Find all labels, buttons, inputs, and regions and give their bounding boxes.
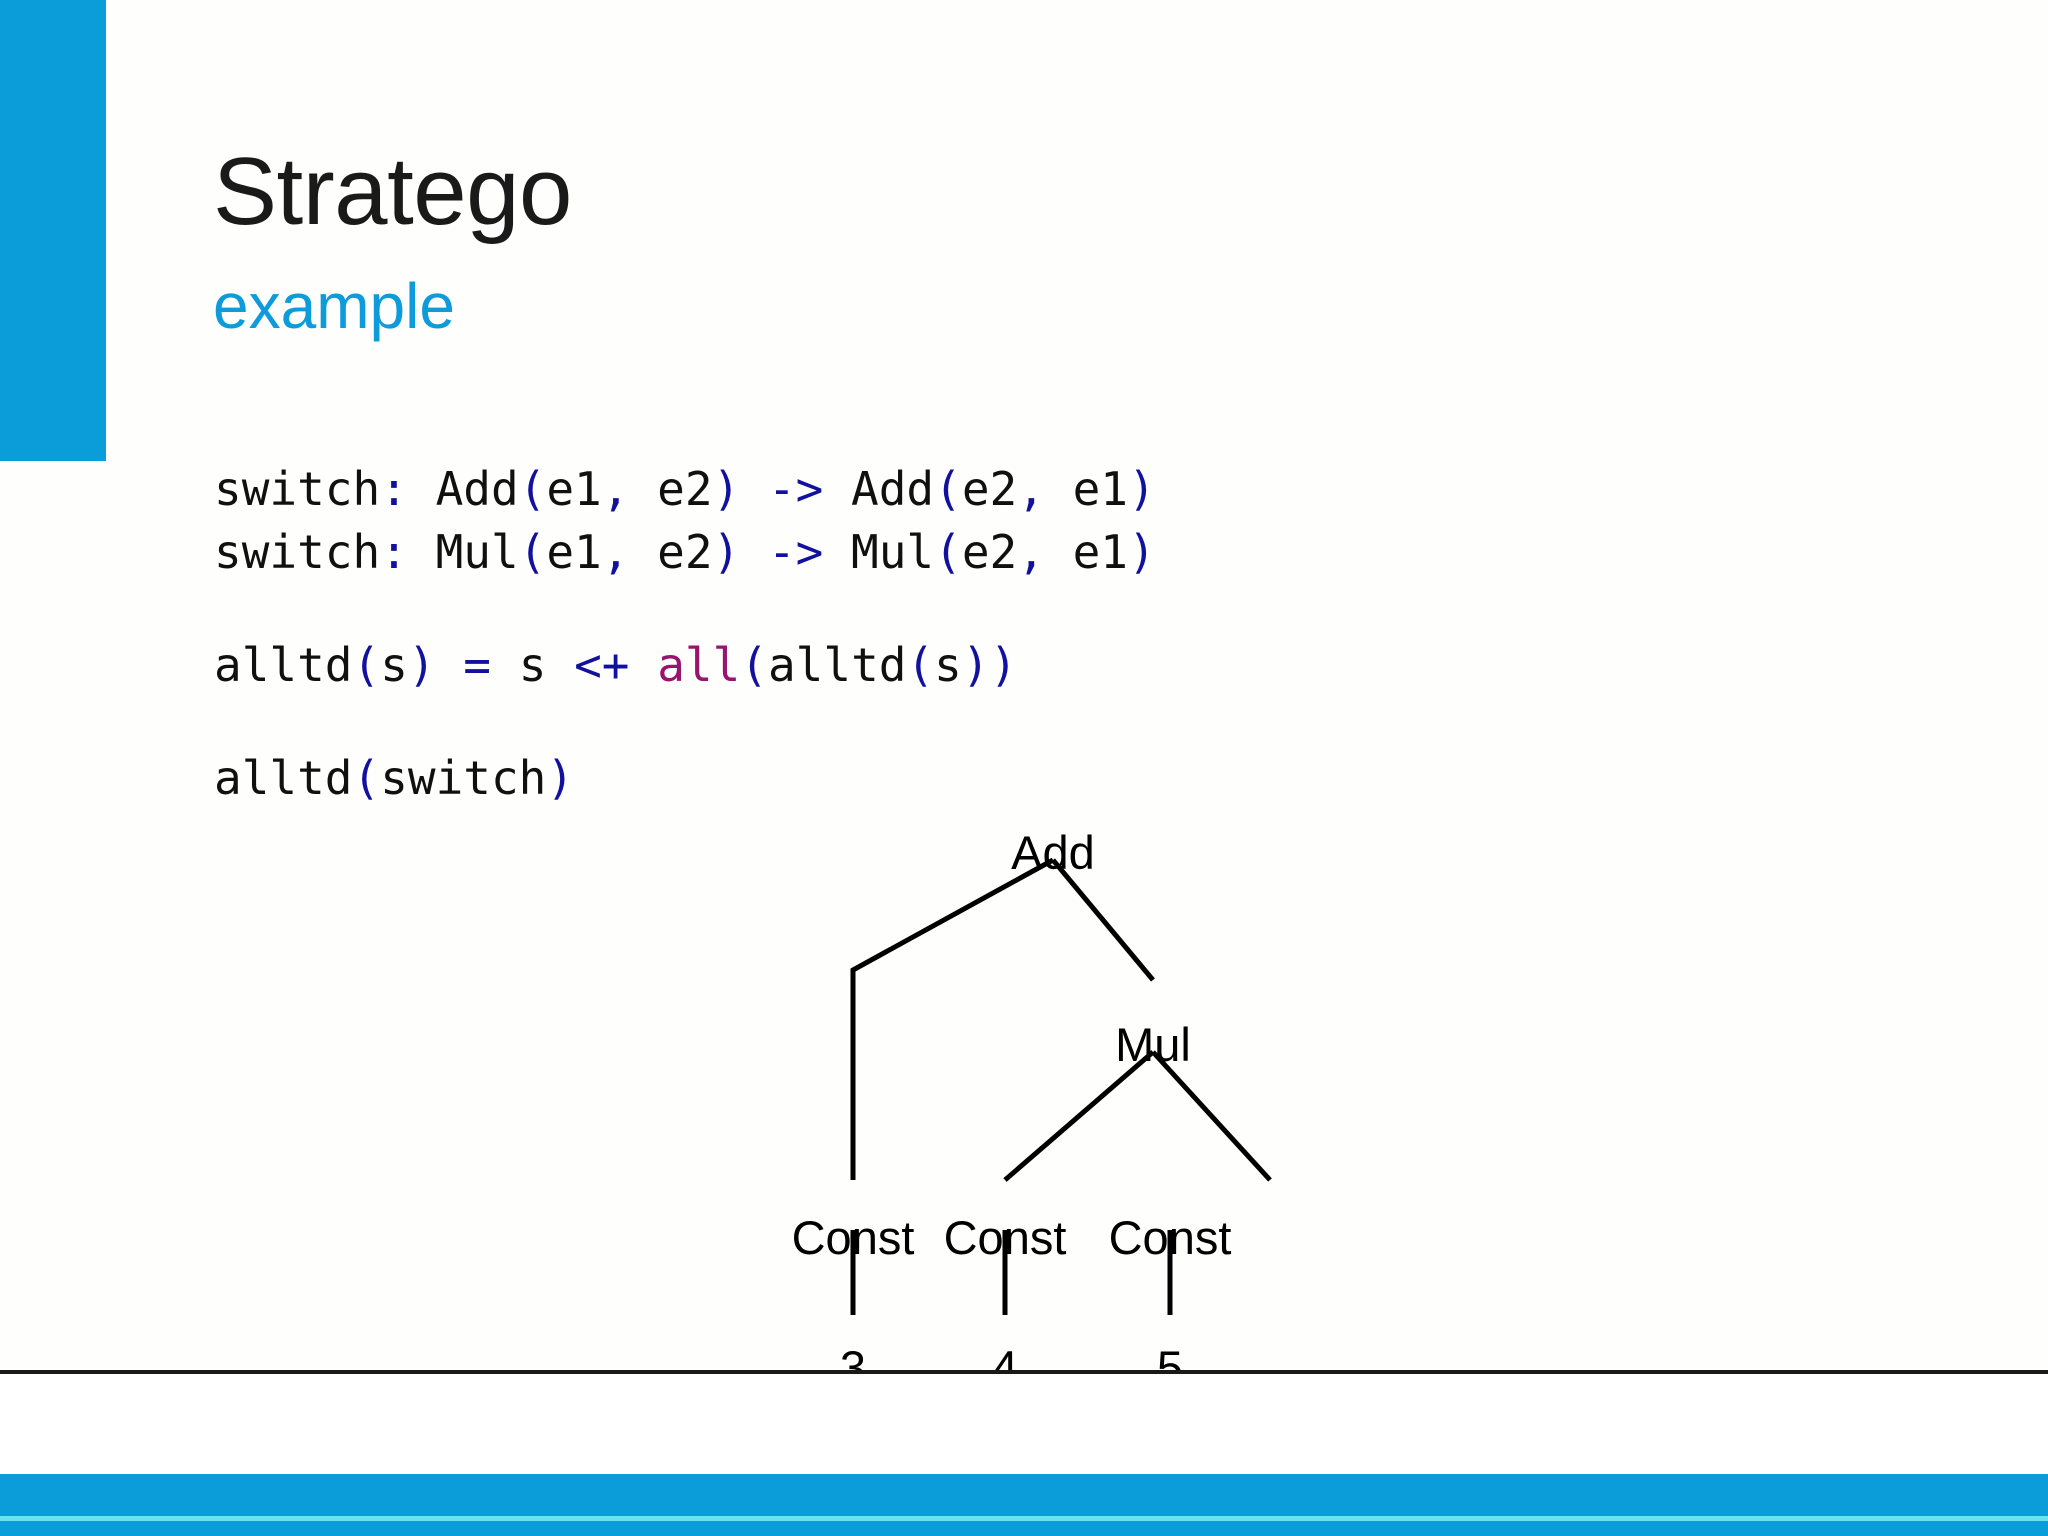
code-token: e2 — [961, 525, 1018, 579]
code-token: e2 — [629, 525, 713, 579]
code-token: ( — [934, 525, 962, 579]
tree-edge-add-to-mul — [1051, 858, 1155, 982]
code-token — [740, 525, 768, 579]
code-token: ( — [934, 462, 962, 516]
code-token: s — [491, 638, 575, 692]
footer-divider-rule — [0, 1370, 2048, 1374]
footer-bar-top — [0, 1474, 2048, 1516]
code-token: : — [380, 525, 408, 579]
code-token: alltd — [214, 638, 353, 692]
tree-node-add: Add — [1011, 826, 1095, 879]
code-token: ( — [518, 525, 547, 579]
tree-node-const2: Const — [943, 1211, 1067, 1264]
tree-edge-add-to-const1 — [850, 857, 1055, 1180]
page-subtitle: example — [213, 270, 455, 342]
page-title: Stratego — [213, 138, 572, 245]
code-token: alltd — [214, 751, 353, 805]
accent-block — [0, 0, 106, 461]
code-token: ) — [712, 525, 741, 579]
code-token: switch — [214, 462, 381, 516]
code-token: -> — [767, 525, 824, 579]
code-line-alltd-switch: alltd(switch) — [214, 747, 1156, 810]
code-token: ( — [906, 638, 935, 692]
code-token: all — [657, 638, 741, 692]
code-line-blank-2 — [214, 697, 1156, 747]
code-token: ) — [1128, 462, 1156, 516]
code-token: , — [1017, 525, 1045, 579]
code-token: e2 — [961, 462, 1018, 516]
code-token: <+ — [574, 638, 630, 692]
footer-bar-divider — [0, 1516, 2048, 1521]
code-token — [740, 462, 768, 516]
code-token — [629, 638, 657, 692]
tree-edges — [850, 857, 1272, 1315]
code-token — [436, 638, 464, 692]
footer-bar-bottom — [0, 1521, 2048, 1536]
footer: TUDelft Term Rewriting 40 — [0, 1374, 2048, 1474]
code-line-switch-add: switch: Add(e1, e2) -> Add(e2, e1) — [214, 458, 1156, 521]
code-token: ( — [352, 751, 381, 805]
code-token: switch — [214, 525, 381, 579]
code-token: alltd — [767, 638, 907, 692]
code-line-blank-1 — [214, 584, 1156, 634]
code-token: ) — [407, 638, 436, 692]
code-token: ( — [352, 638, 381, 692]
code-token: e1 — [1044, 525, 1129, 579]
code-token: Mul — [407, 525, 519, 579]
code-token: , — [1017, 462, 1045, 516]
code-token: ) — [546, 751, 575, 805]
code-token: e1 — [546, 462, 602, 516]
code-token: -> — [767, 462, 824, 516]
code-token: s — [934, 638, 962, 692]
code-block: switch: Add(e1, e2) -> Add(e2, e1)switch… — [214, 458, 1156, 810]
tree-edge-mul-to-const2 — [1003, 1050, 1155, 1182]
code-token: : — [380, 462, 408, 516]
code-token: e1 — [546, 525, 602, 579]
tree-node-mul: Mul — [1115, 1018, 1191, 1071]
code-token: ( — [740, 638, 768, 692]
code-token: = — [463, 638, 491, 692]
code-token: e1 — [1044, 462, 1129, 516]
code-token: , — [601, 525, 630, 579]
tree-edge-mul-to-const3 — [1151, 1050, 1272, 1182]
code-line-switch-mul: switch: Mul(e1, e2) -> Mul(e2, e1) — [214, 521, 1156, 584]
code-token: s — [380, 638, 408, 692]
tree-node-const3: Const — [1108, 1211, 1232, 1264]
tree-node-const1: Const — [791, 1211, 915, 1264]
code-token: )) — [961, 638, 1018, 692]
code-token: Mul — [823, 525, 935, 579]
code-token: , — [601, 462, 630, 516]
code-token: ) — [1128, 525, 1156, 579]
code-token: Add — [407, 462, 519, 516]
code-token: Add — [823, 462, 935, 516]
code-token: ) — [712, 462, 741, 516]
code-line-alltd-def: alltd(s) = s <+ all(alltd(s)) — [214, 634, 1156, 697]
code-token: e2 — [629, 462, 713, 516]
code-token: ( — [518, 462, 547, 516]
code-token: switch — [380, 751, 547, 805]
